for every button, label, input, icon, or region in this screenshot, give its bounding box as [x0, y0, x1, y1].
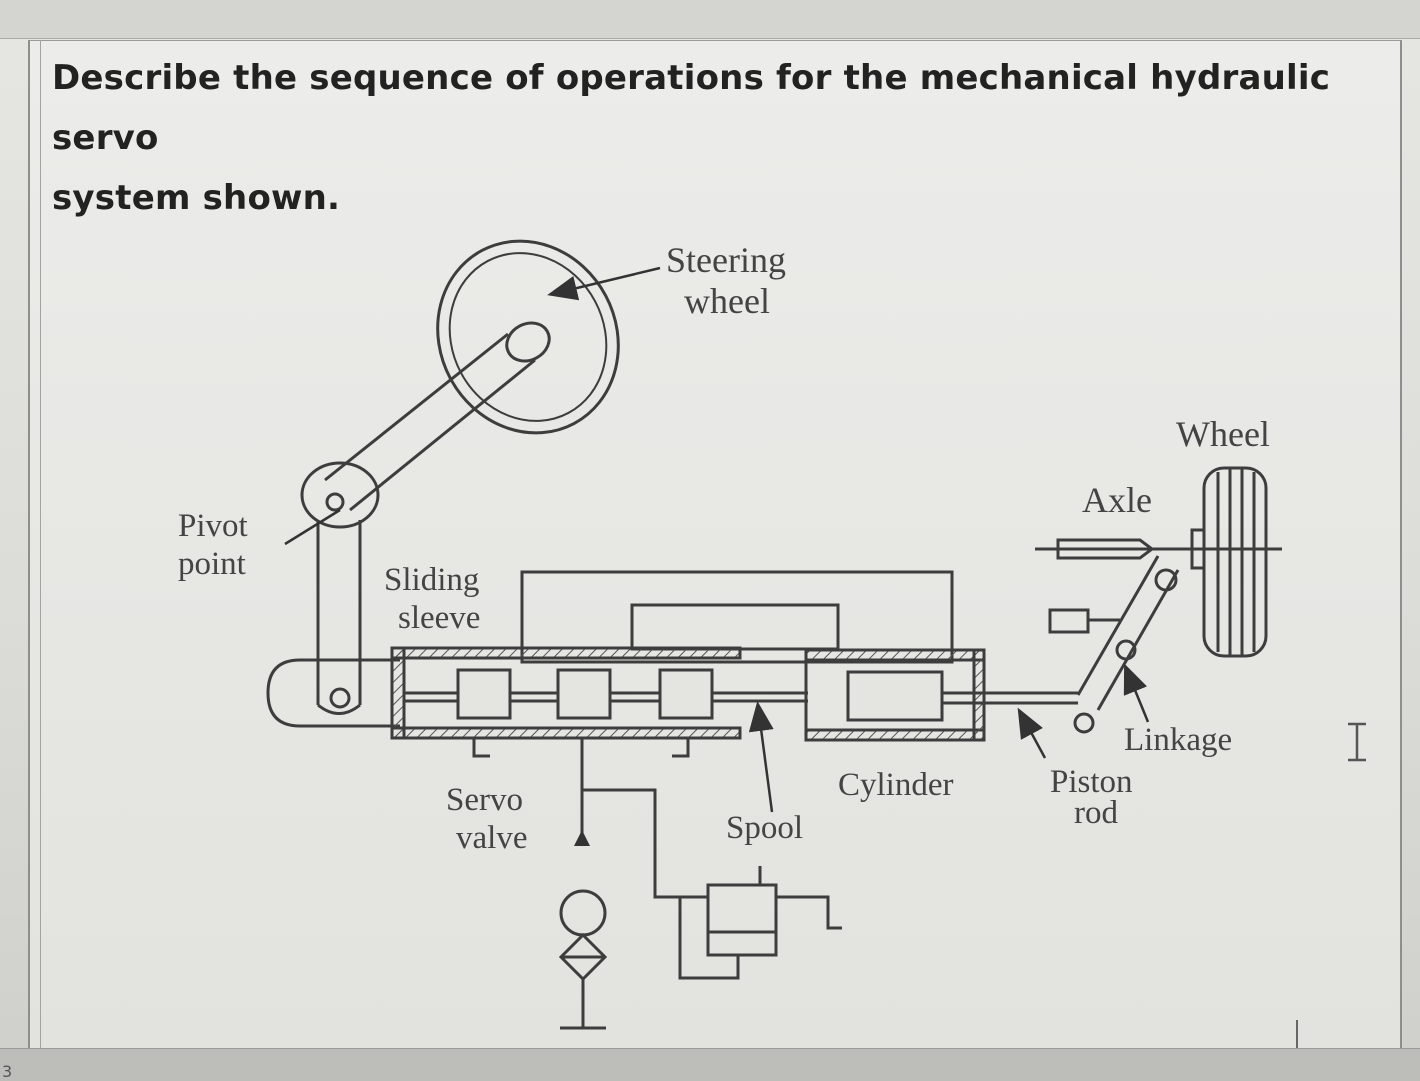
- sliding-sleeve: [390, 646, 742, 740]
- label-valve: valve: [456, 820, 527, 856]
- piston-rod: [942, 691, 1078, 705]
- cylinder: [804, 648, 986, 742]
- steering-column: [324, 332, 536, 512]
- cell-left-rule: [40, 40, 41, 1070]
- label-sleeve: sleeve: [398, 600, 480, 636]
- label-piston: Piston: [1050, 764, 1133, 800]
- row-number: 3: [2, 1062, 13, 1081]
- pivot-lever: [300, 461, 380, 715]
- label-linkage: Linkage: [1124, 722, 1232, 758]
- question-line-1: Describe the sequence of operations for …: [52, 58, 1331, 158]
- steering-wheel-leader: [547, 266, 661, 301]
- text-caret: [1296, 1020, 1298, 1066]
- steering-wheel: [436, 239, 620, 435]
- pivot-point-leader: [284, 508, 341, 546]
- hydraulic-circuit: [558, 788, 842, 1030]
- label-cylinder: Cylinder: [838, 767, 953, 803]
- pressure-arrow-icon: [574, 830, 590, 846]
- label-servo: Servo: [446, 782, 523, 818]
- label-steering-wheel: wheel: [684, 281, 770, 321]
- label-wheel: Wheel: [1176, 414, 1270, 454]
- axle: [1035, 538, 1282, 560]
- label-sliding: Sliding: [384, 562, 479, 598]
- question-text: Describe the sequence of operations for …: [52, 48, 1352, 228]
- label-point: point: [178, 546, 246, 582]
- label-spool: Spool: [726, 810, 803, 846]
- linkage-leader: [1123, 663, 1150, 723]
- bottom-bar: [0, 1048, 1420, 1081]
- linkage: [1048, 555, 1180, 734]
- toolbar-strip: [0, 0, 1420, 39]
- housing-inner: [630, 603, 840, 651]
- spool-leader: [748, 701, 774, 813]
- label-rod: rod: [1074, 795, 1118, 831]
- label-pivot: Pivot: [178, 508, 248, 544]
- label-steering: Steering: [666, 240, 786, 280]
- label-axle: Axle: [1082, 480, 1152, 520]
- spool: [404, 668, 808, 720]
- wheel-tire: [1190, 466, 1268, 658]
- i-beam-cursor-icon: [1348, 722, 1366, 762]
- sleeve-link: [266, 658, 400, 728]
- document-cell: [28, 40, 1402, 1071]
- housing-outer: [520, 570, 954, 664]
- piston-rod-leader: [1017, 707, 1047, 759]
- question-line-2: system shown.: [52, 178, 341, 218]
